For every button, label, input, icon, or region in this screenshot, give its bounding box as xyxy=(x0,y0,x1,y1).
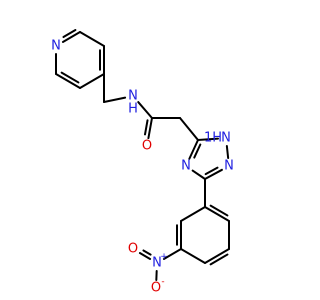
bond-nitro_n-nitro_o xyxy=(138,252,152,260)
atom-trz_n1h: N1H xyxy=(204,131,233,146)
atom-symbol: N xyxy=(224,159,234,174)
bond-ch2b-t5 xyxy=(179,117,199,141)
bond-ph6-ph1 xyxy=(180,206,206,222)
bond-ph3-ph4 xyxy=(204,248,230,264)
bond-p3-p6 xyxy=(79,73,105,89)
bond-trz_n4-t5-double xyxy=(193,143,202,159)
atom-prefix: 1H xyxy=(204,131,222,146)
bond-ph3-ph4-double xyxy=(209,253,229,266)
atom-background xyxy=(222,159,236,173)
atom-background xyxy=(49,39,63,53)
atom-background xyxy=(149,281,163,295)
bond-trz_n4-t5 xyxy=(188,139,199,160)
atom-symbol: N xyxy=(181,159,191,174)
bond-ph4-ph5 xyxy=(180,248,206,264)
atom-background xyxy=(179,159,193,173)
atom-symbol: N xyxy=(221,131,231,146)
atom-symbol: O xyxy=(151,281,161,296)
bond-ph5-nitro_n xyxy=(162,248,182,260)
bond-t3-trz_n4 xyxy=(191,169,206,180)
atom-amide_o: O xyxy=(140,139,154,154)
bond-trz_n2-t3 xyxy=(204,168,223,180)
bond-t5-trz_n1h xyxy=(197,137,220,141)
atom-charge: - xyxy=(161,277,164,287)
atom-nitro_o_minus: O- xyxy=(149,277,165,296)
bond-amide_c-amide_o-double xyxy=(144,119,149,136)
atom-amide_nh: NH xyxy=(126,89,140,117)
atom-nitro_n: N+ xyxy=(150,252,168,271)
bond-amide_c-amide_o xyxy=(147,117,153,140)
atom-background xyxy=(140,139,154,153)
atom-symbol: N xyxy=(51,39,61,54)
atom-symbol: O xyxy=(142,139,152,154)
atom-pyr_n: N xyxy=(49,39,63,54)
atom-symbol: N xyxy=(152,256,162,271)
bond-ph1-ph2-double xyxy=(209,204,229,217)
atom-nitro_o: O xyxy=(126,242,140,257)
bond-amide_nh-amide_c xyxy=(137,101,153,119)
bonds xyxy=(55,29,230,282)
atom-charge: + xyxy=(160,252,168,262)
bond-trz_n1h-trz_n2 xyxy=(225,144,230,160)
atom-background xyxy=(126,242,140,256)
atom-background xyxy=(219,131,233,145)
bond-trz_n2-t3-double xyxy=(204,166,219,176)
atom-background xyxy=(150,256,164,270)
bond-ph1-ph2 xyxy=(204,206,230,222)
atom-trz_n2: N xyxy=(222,159,236,174)
atom-trz_n4: N xyxy=(179,159,193,174)
atom-symbol: O xyxy=(128,242,138,257)
atom-background xyxy=(126,89,140,103)
bond-pyr_n-p1-double xyxy=(62,29,77,39)
atom-hydrogen: H xyxy=(128,102,138,117)
bond-nitro_n-nitro_o-double xyxy=(142,249,152,256)
bond-p6-p5 xyxy=(55,73,81,89)
atom-symbol: N xyxy=(128,89,138,104)
bond-pyr_n-p1 xyxy=(61,31,81,43)
bond-p1-p2 xyxy=(79,31,105,47)
bond-ch2a-amide_nh xyxy=(103,96,127,103)
bond-p6-p5-double xyxy=(60,71,80,84)
